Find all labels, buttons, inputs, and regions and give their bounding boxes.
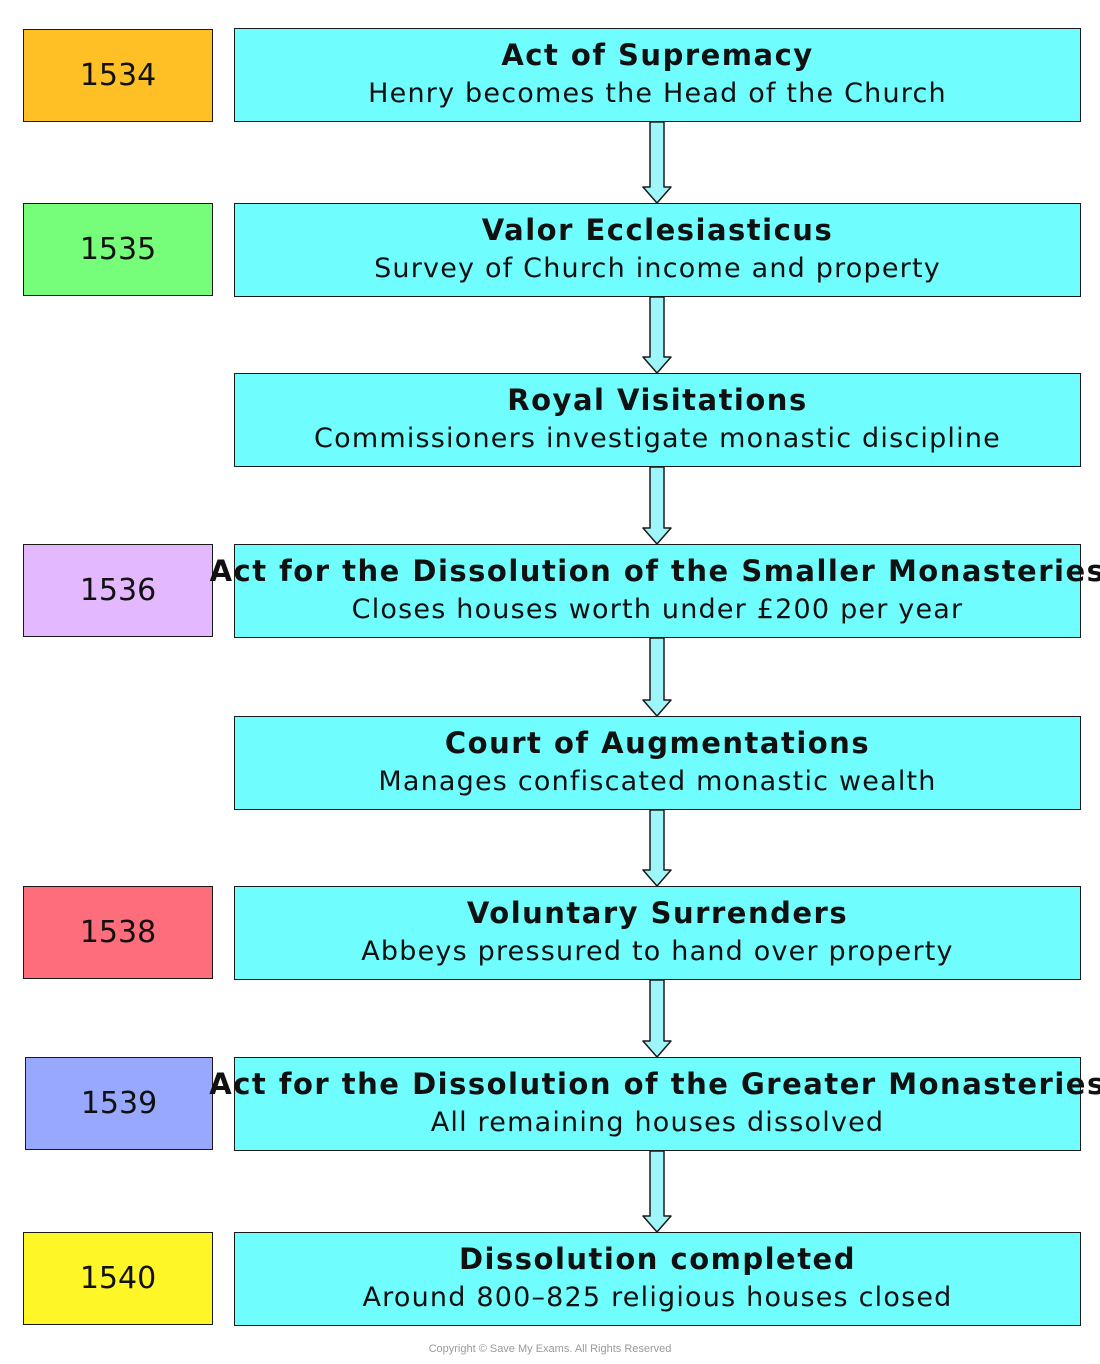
event-title: Act for the Dissolution of the Smaller M… [209,554,1100,588]
copyright-notice: Copyright © Save My Exams. All Rights Re… [428,1343,672,1355]
event-box-greater-monasteries-act: Act for the Dissolution of the Greater M… [209,1057,1100,1151]
year-box-1536: 1536 [23,544,213,637]
down-arrow-icon [642,979,672,1058]
event-description: Around 800–825 religious houses closed [362,1282,953,1313]
event-description: Abbeys pressured to hand over property [361,936,954,967]
event-box-court-of-augmentations: Court of Augmentations Manages confiscat… [234,716,1081,810]
year-box-1540: 1540 [23,1232,213,1325]
year-label: 1536 [79,573,157,608]
event-title: Valor Ecclesiasticus [481,213,834,247]
event-box-voluntary-surrenders: Voluntary Surrenders Abbeys pressured to… [234,886,1081,980]
year-label: 1539 [80,1086,158,1121]
year-box-1539: 1539 [25,1057,213,1150]
down-arrow-icon [642,809,672,887]
year-box-1535: 1535 [23,203,213,296]
year-label: 1538 [79,915,157,950]
year-box-1538: 1538 [23,886,213,979]
event-box-act-of-supremacy: Act of Supremacy Henry becomes the Head … [234,28,1081,122]
year-label: 1540 [79,1261,157,1296]
event-title: Dissolution completed [458,1242,856,1276]
event-box-royal-visitations: Royal Visitations Commissioners investig… [234,373,1081,467]
event-description: Closes houses worth under £200 per year [351,594,964,625]
down-arrow-icon [642,121,672,204]
year-box-1534: 1534 [23,29,213,122]
event-box-dissolution-completed: Dissolution completed Around 800–825 rel… [234,1232,1081,1326]
event-description: All remaining houses dissolved [430,1107,885,1138]
down-arrow-icon [642,1150,672,1233]
event-box-smaller-monasteries-act: Act for the Dissolution of the Smaller M… [210,544,1100,638]
year-label: 1535 [79,232,157,267]
event-title: Court of Augmentations [444,726,871,760]
event-box-valor-ecclesiasticus: Valor Ecclesiasticus Survey of Church in… [234,203,1081,297]
event-title: Act for the Dissolution of the Greater M… [209,1067,1100,1101]
event-description: Survey of Church income and property [374,253,941,284]
event-description: Henry becomes the Head of the Church [368,78,947,109]
event-title: Voluntary Surrenders [466,896,849,930]
event-title: Act of Supremacy [501,38,814,72]
event-description: Commissioners investigate monastic disci… [314,423,1001,454]
down-arrow-icon [642,637,672,717]
year-label: 1534 [79,58,157,93]
event-title: Royal Visitations [507,383,808,417]
down-arrow-icon [642,466,672,545]
down-arrow-icon [642,296,672,374]
event-description: Manages confiscated monastic wealth [378,766,937,797]
